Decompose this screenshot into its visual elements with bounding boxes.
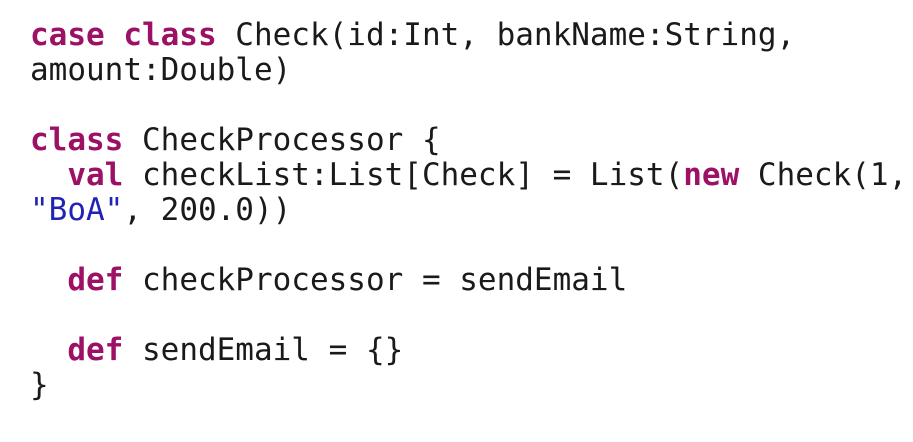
code-token-plain: Check(1, [739,157,908,193]
code-token-keyword: def [67,332,124,368]
code-token-plain: , 200.0)) [123,192,292,228]
code-line [30,298,913,333]
code-line: class CheckProcessor { [30,123,913,158]
code-token-plain: amount:Double) [30,52,292,88]
code-line: case class Check(id:Int, bankName:String… [30,18,913,53]
code-token-keyword: class [30,122,124,158]
code-token-keyword: def [67,262,124,298]
code-token-plain: checkProcessor = sendEmail [123,262,628,298]
code-line: val checkList:List[Check] = List(new Che… [30,158,913,193]
code-token-plain: sendEmail = {} [123,332,404,368]
code-line: def sendEmail = {} [30,333,913,368]
code-token-plain: CheckProcessor { [123,122,441,158]
code-token-plain [30,332,67,368]
code-token-plain: } [30,367,49,403]
code-line: "BoA", 200.0)) [30,193,913,228]
code-token-keyword: val [67,157,124,193]
code-line: } [30,368,913,403]
code-token-string: "BoA" [30,192,124,228]
code-token-plain: checkList:List[Check] = List( [123,157,684,193]
code-token-plain [30,157,67,193]
code-line [30,88,913,123]
code-token-keyword: case class [30,17,217,53]
code-line: def checkProcessor = sendEmail [30,263,913,298]
code-token-plain [30,262,67,298]
code-token-keyword: new [683,157,740,193]
code-line [30,228,913,263]
code-line: amount:Double) [30,53,913,88]
code-token-plain: Check(id:Int, bankName:String, [216,17,796,53]
